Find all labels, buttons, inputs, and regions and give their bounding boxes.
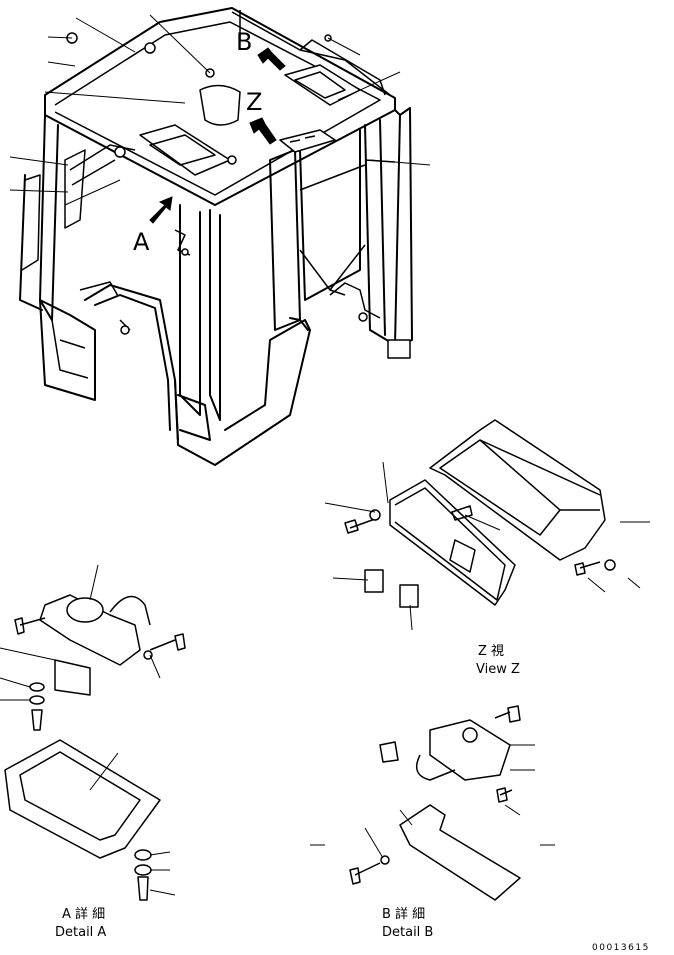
arrow-z-icon: [249, 117, 277, 145]
roof-outline: [44, 7, 396, 206]
drawing-number: 00013615: [592, 943, 650, 953]
label-arrow-b: B: [236, 28, 252, 56]
roof-unit-b: [284, 64, 361, 106]
front-left-pillar: [19, 114, 59, 321]
caption-view-z-jp: Z 視: [478, 644, 504, 659]
view-z-cover: [429, 419, 606, 561]
door-frame: [84, 284, 179, 441]
arrow-a-icon: [149, 196, 173, 224]
arrow-b-icon: [257, 47, 286, 71]
caption-detail-b-jp: B 詳 細: [382, 906, 425, 922]
detail-a-bracket: [54, 659, 91, 696]
caption-detail-a-jp: A 詳 細: [62, 906, 105, 922]
detail-b-bracket: [399, 804, 521, 901]
lower-frame: [174, 319, 311, 466]
view-z-panel: [389, 479, 516, 606]
label-arrow-a: A: [133, 228, 150, 256]
caption-detail-b-en: Detail B: [382, 925, 433, 940]
view-z: [324, 419, 650, 631]
label-arrow-z: Z: [246, 88, 262, 116]
detail-a-tray: [4, 739, 161, 859]
caption-view-z-en: View Z: [476, 662, 520, 677]
detail-b-motor: [429, 719, 511, 781]
roof-unit-a: [139, 124, 231, 176]
detail-a: [0, 564, 186, 901]
caption-detail-a-en: Detail A: [55, 925, 106, 940]
roof-lamp: [199, 84, 241, 126]
detail-b: [310, 705, 555, 901]
cab-frame: [9, 7, 431, 466]
